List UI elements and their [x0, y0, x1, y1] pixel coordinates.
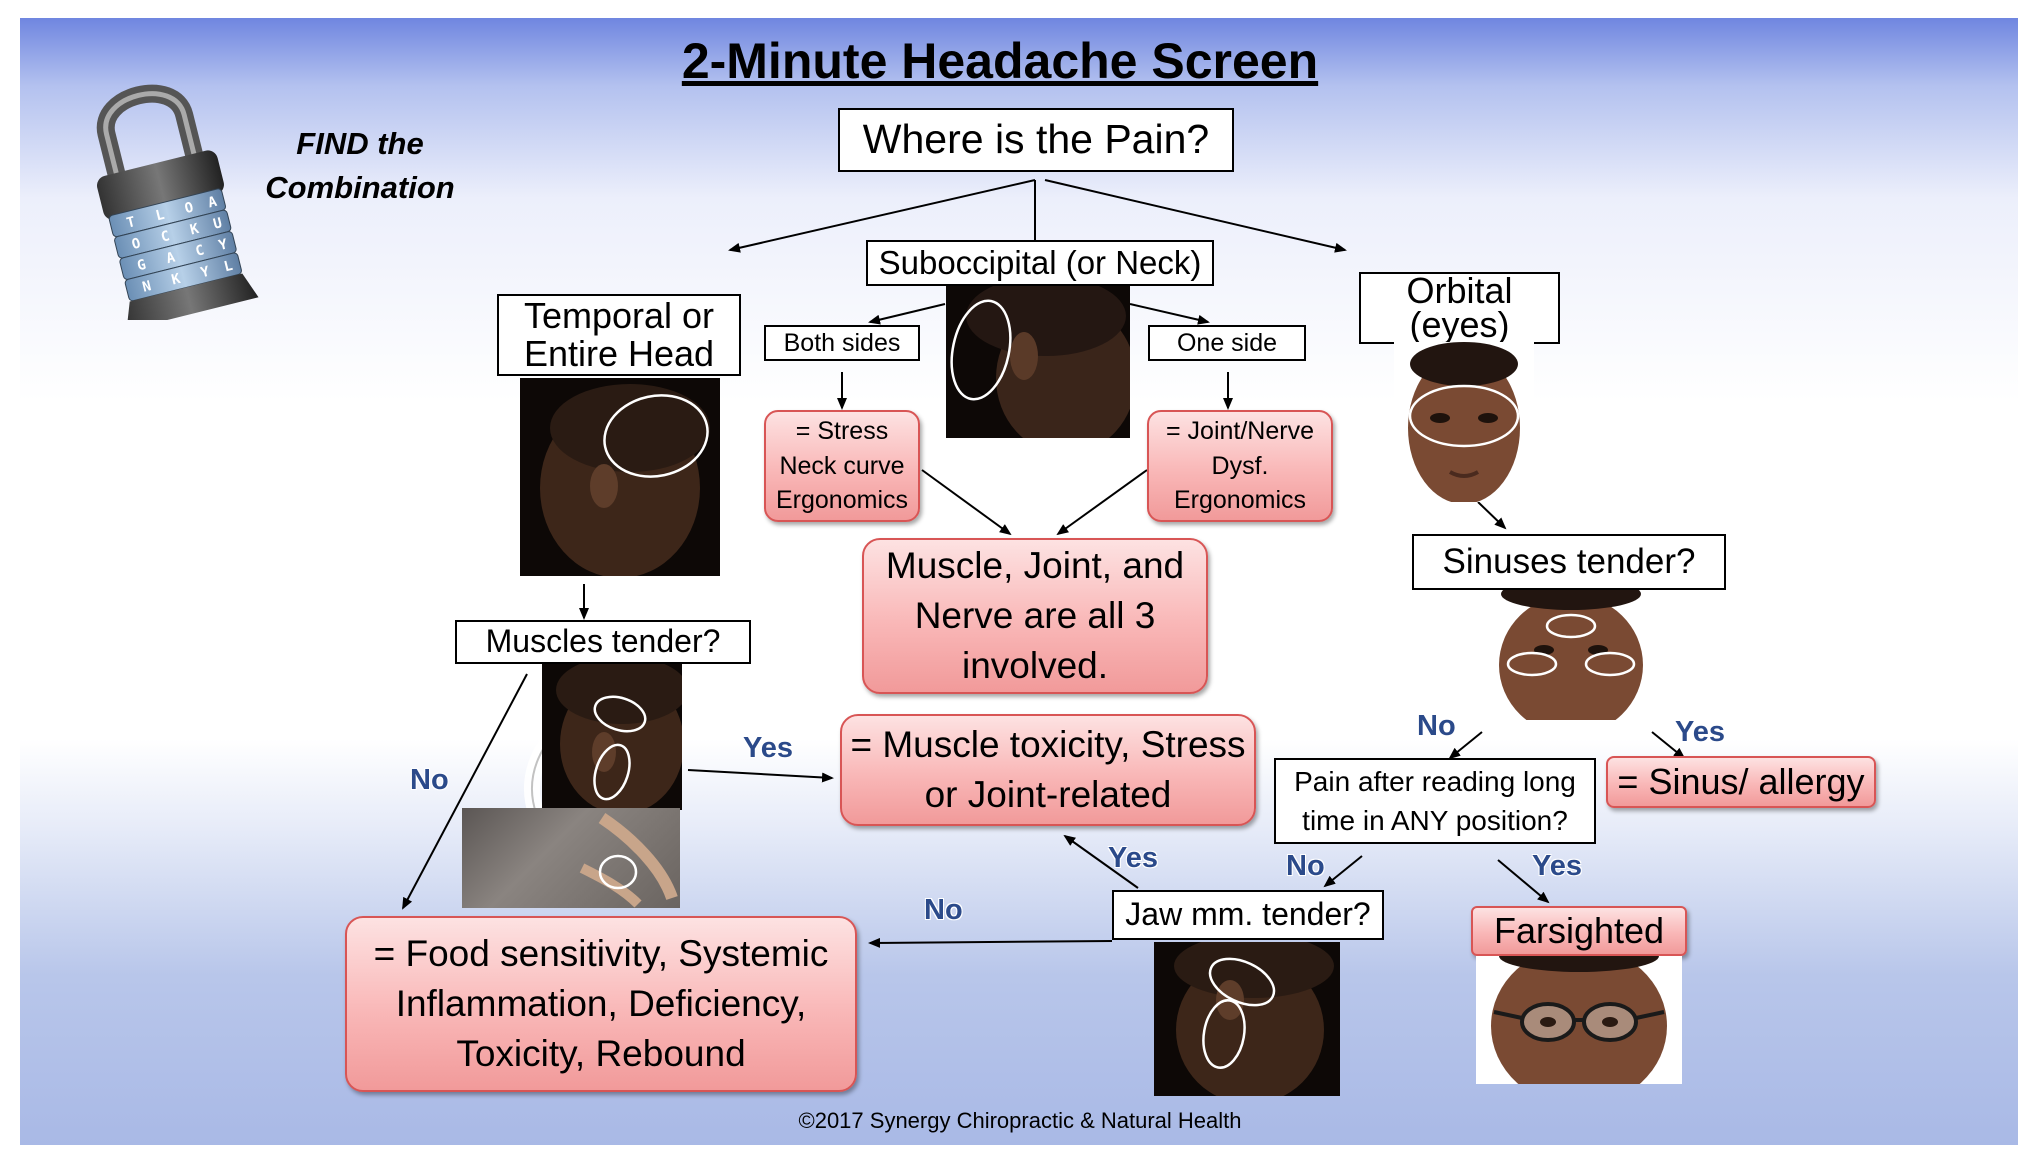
arrow-orbital-to-sinuses [1477, 501, 1507, 530]
joint-nerve-outcome-box: = Joint/Nerve Dysf. Ergonomics [1147, 410, 1333, 522]
stress-outcome-box: = Stress Neck curve Ergonomics [764, 410, 920, 522]
sinus-allergy-box: = Sinus/ allergy [1606, 756, 1876, 808]
no-label-jaw: No [924, 894, 963, 926]
yes-label-reading: Yes [1532, 850, 1582, 882]
yes-label-sinuses: Yes [1675, 716, 1725, 748]
one-side-box: One side [1148, 325, 1306, 361]
arrow-sinuses-no [1448, 731, 1483, 760]
where-is-pain-box: Where is the Pain? [838, 108, 1234, 172]
lock-letter: L [154, 207, 166, 225]
arrow-reading-yes-to-farsighted [1497, 859, 1550, 904]
lock-letter: O [183, 200, 195, 218]
sinuses-tender-box: Sinuses tender? [1412, 534, 1726, 590]
arrow-muscles-yes [687, 769, 834, 783]
lock-letter: N [141, 278, 153, 296]
arrow-muscles-no-to-food [402, 673, 528, 910]
muscle-toxicity-box: = Muscle toxicity, Stress or Joint-relat… [840, 714, 1256, 826]
arrow-where-to-orbital [1044, 179, 1347, 253]
lock-letter: T [125, 214, 137, 232]
orbital-face-photo [1394, 342, 1534, 502]
muscle-joint-nerve-box: Muscle, Joint, and Nerve are all 3 invol… [862, 538, 1208, 694]
page-title: 2-Minute Headache Screen [681, 33, 1319, 89]
temporal-head-photo [520, 378, 720, 576]
no-label-sinuses: No [1417, 710, 1456, 742]
arrow-jaw-no-to-food [868, 937, 1113, 948]
muscles-tender-box: Muscles tender? [455, 620, 751, 664]
arrow-stress-to-mjn [921, 469, 1012, 536]
combination-lock-icon: T L O A O C K U G A C Y N K Y L [96, 84, 259, 320]
arrow-to-both-sides [868, 303, 946, 325]
lock-letter: C [159, 228, 171, 246]
yes-label-jaw: Yes [1108, 842, 1158, 874]
both-sides-box: Both sides [764, 325, 920, 361]
lock-letter: G [136, 257, 148, 275]
arrow-to-one-side [1129, 303, 1210, 325]
lock-letter: U [212, 215, 224, 233]
jaw-head-photo [1154, 942, 1340, 1096]
farsighted-box: Farsighted [1471, 906, 1687, 956]
arrow-joint-to-mjn [1056, 469, 1148, 536]
lock-letter: O [130, 235, 142, 253]
massage-hands-photo [462, 808, 680, 908]
jaw-tender-box: Jaw mm. tender? [1112, 890, 1384, 940]
pain-after-reading-box: Pain after reading long time in ANY posi… [1274, 758, 1596, 844]
arrow-where-to-temporal [728, 179, 1036, 253]
no-label-reading: No [1286, 850, 1325, 882]
suboccipital-box: Suboccipital (or Neck) [866, 240, 1214, 286]
lock-letter: L [222, 258, 234, 276]
farsighted-glasses-photo [1476, 956, 1682, 1084]
suboccipital-head-photo [946, 286, 1130, 438]
temporal-box: Temporal or Entire Head [497, 294, 741, 376]
sinuses-face-photo [1496, 590, 1646, 720]
lock-letter: C [194, 242, 206, 260]
subtitle-find-combination: FIND the Combination [265, 126, 455, 205]
copyright-footer: ©2017 Synergy Chiropractic & Natural Hea… [798, 1108, 1242, 1133]
no-label-muscles: No [410, 764, 449, 796]
arrow-reading-no-to-jaw [1323, 855, 1363, 888]
food-sensitivity-box: = Food sensitivity, Systemic Inflammatio… [345, 916, 857, 1092]
orbital-box: Orbital (eyes) [1359, 272, 1560, 344]
arrow-jaw-yes-to-muscle-tox [1063, 834, 1139, 889]
yes-label-muscles: Yes [743, 732, 793, 764]
muscles-head-photo [542, 664, 682, 810]
arrow-sinuses-yes [1651, 731, 1686, 760]
